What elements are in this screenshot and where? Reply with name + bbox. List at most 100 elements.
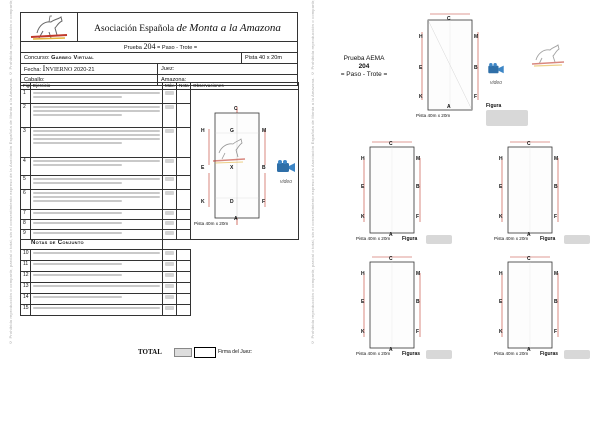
score-cell[interactable] bbox=[176, 282, 191, 294]
score-cell[interactable] bbox=[176, 189, 191, 210]
right-panel-title: Prueba AEMA 204 = Paso - Trote = bbox=[340, 55, 388, 78]
copyright-left: © Prohibida reproducción o compartir, pa… bbox=[8, 0, 13, 345]
right-top-letter-b: B bbox=[474, 65, 478, 71]
blank-arena-3-letter-e: E bbox=[361, 299, 365, 305]
blank-arena-1 bbox=[363, 141, 421, 234]
total-label: TOTAL bbox=[138, 348, 162, 356]
blank-arena-2-letter-m: M bbox=[554, 156, 559, 162]
score-cell[interactable] bbox=[176, 229, 191, 240]
blank-arena-4-blurred-text bbox=[564, 350, 590, 359]
blank-arena-3-letter-k: K bbox=[361, 329, 365, 335]
arena-letter-m: M bbox=[262, 128, 267, 134]
score-cell[interactable] bbox=[176, 260, 191, 272]
video-camera-icon bbox=[277, 160, 295, 172]
blank-arena-1-letter-a: A bbox=[389, 232, 393, 238]
blank-arena-3-letter-m: M bbox=[416, 271, 421, 277]
right-top-letter-a: A bbox=[447, 104, 451, 110]
blank-arena-3-letter-h: H bbox=[361, 271, 365, 277]
blank-arena-1-letter-c: C bbox=[389, 141, 393, 147]
arena-letter-x: X bbox=[230, 165, 234, 171]
blank-arena-2-letter-a: A bbox=[527, 232, 531, 238]
blank-arena-2-letter-k: K bbox=[499, 214, 503, 220]
table-row: 4 bbox=[20, 157, 299, 176]
blank-arena-4-letter-b: B bbox=[554, 299, 558, 305]
score-cell[interactable] bbox=[176, 271, 191, 283]
col-max: Máx. bbox=[162, 82, 177, 90]
blank-arena-3-letter-c: C bbox=[389, 256, 393, 262]
concurso-row: Concurso: Garbeo Virtual Pista 40 x 20m bbox=[20, 53, 298, 64]
arena-letter-d: D bbox=[230, 199, 234, 205]
score-cell[interactable] bbox=[176, 293, 191, 305]
blank-arena-1-figura: Figura bbox=[402, 236, 418, 242]
blank-arena-1-letter-f: F bbox=[416, 214, 420, 220]
blank-arena-2-caption: Pista 40m x 20m bbox=[494, 236, 529, 241]
score-cell[interactable] bbox=[176, 89, 191, 104]
arena-letter-e: E bbox=[201, 165, 205, 171]
table-row: 12 bbox=[20, 271, 299, 283]
aema-logo bbox=[21, 13, 78, 41]
right-top-letter-f: F bbox=[474, 94, 478, 100]
blank-arena-4-figura: Figuras bbox=[540, 351, 559, 357]
arena-letter-c: C bbox=[234, 106, 238, 112]
blank-arena-2-letter-b: B bbox=[554, 184, 558, 190]
table-row: 1 bbox=[20, 89, 299, 240]
blank-arena-3-caption: Pista 40m x 20m bbox=[356, 351, 391, 356]
blank-arena-1-letter-k: K bbox=[361, 214, 365, 220]
copyright-middle: © Prohibida reproducción o compartir, pa… bbox=[310, 0, 315, 345]
right-top-letter-c: C bbox=[447, 16, 451, 22]
table-header-row: Figura Ejercicio Máx. Nota Observaciones bbox=[20, 82, 299, 90]
blank-arena-3-letter-a: A bbox=[389, 347, 393, 353]
right-top-caption: Pista 40m x 20m bbox=[416, 113, 451, 118]
blank-arena-2 bbox=[501, 141, 559, 234]
blank-arena-2-letter-c: C bbox=[527, 141, 531, 147]
total-row: TOTAL Firma del Juez: bbox=[20, 347, 298, 358]
right-video-button[interactable]: video bbox=[487, 62, 505, 86]
blank-arena-2-letter-f: F bbox=[554, 214, 558, 220]
blank-arena-4-letter-h: H bbox=[499, 271, 503, 277]
blank-arena-3-blurred-text bbox=[426, 350, 452, 359]
blank-arena-1-letter-h: H bbox=[361, 156, 365, 162]
score-cell[interactable] bbox=[176, 304, 191, 316]
conjunto-header-row: Notas de Conjunto bbox=[20, 239, 299, 250]
right-top-letter-m: M bbox=[474, 34, 479, 40]
firma-label: Firma del Juez: bbox=[218, 349, 253, 355]
arena-letter-b: B bbox=[262, 165, 266, 171]
blank-arena-4-letter-e: E bbox=[499, 299, 503, 305]
blank-arena-3-letter-b: B bbox=[416, 299, 420, 305]
blank-arena-1-caption: Pista 40m x 20m bbox=[356, 236, 391, 241]
table-row: 13 bbox=[20, 282, 299, 294]
arena-letter-f: F bbox=[262, 199, 266, 205]
fecha-row: Fecha: Invierno 2020-21 Juez: bbox=[20, 64, 298, 75]
table-row: 2 bbox=[20, 103, 299, 128]
blank-arena-1-letter-m: M bbox=[416, 156, 421, 162]
blank-arena-4-letter-k: K bbox=[499, 329, 503, 335]
col-ejercicio: Ejercicio bbox=[30, 82, 163, 90]
blank-arena-2-letter-e: E bbox=[499, 184, 503, 190]
prueba-row: Prueba 204 = Paso - Trote = bbox=[20, 42, 298, 53]
score-cell[interactable] bbox=[176, 127, 191, 158]
right-arena-top bbox=[421, 13, 479, 111]
blank-arena-3-letter-f: F bbox=[416, 329, 420, 335]
score-cell[interactable] bbox=[176, 157, 191, 176]
blank-arena-4-letter-f: F bbox=[554, 329, 558, 335]
main-arena-caption: Pista 40m x 20m bbox=[194, 221, 229, 226]
blank-arena-4-caption: Pista 40m x 20m bbox=[494, 351, 529, 356]
table-row: 10 bbox=[20, 249, 299, 261]
right-top-figura: Figura bbox=[486, 103, 502, 109]
blank-arena-2-figura: Figura bbox=[540, 236, 556, 242]
score-cell[interactable] bbox=[176, 249, 191, 261]
arena-letter-h: H bbox=[201, 128, 205, 134]
video-button[interactable]: video bbox=[276, 160, 296, 185]
score-cell[interactable] bbox=[176, 209, 191, 220]
blank-arena-1-letter-e: E bbox=[361, 184, 365, 190]
score-cell[interactable] bbox=[176, 103, 191, 128]
score-sheet: Asociación Española de Monta a la Amazon… bbox=[20, 12, 298, 86]
blank-arena-2-blurred-text bbox=[564, 235, 590, 244]
score-cell[interactable] bbox=[176, 219, 191, 230]
table-row: 11 bbox=[20, 260, 299, 272]
video-camera-icon bbox=[488, 63, 504, 74]
blank-arena-2-letter-h: H bbox=[499, 156, 503, 162]
score-cell[interactable] bbox=[176, 175, 191, 190]
right-logo bbox=[531, 44, 565, 67]
total-score-input[interactable] bbox=[194, 347, 216, 358]
